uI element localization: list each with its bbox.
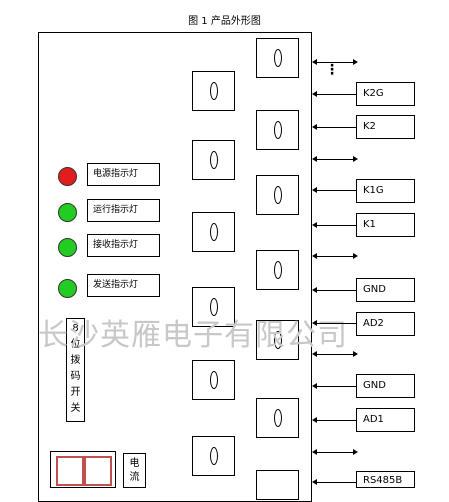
terminal-ad2: AD2 (356, 312, 415, 336)
slot-right-7 (256, 470, 299, 500)
slot-oval (209, 151, 218, 169)
terminal-gnd-1: GND (356, 278, 415, 302)
arrow-left-icon (312, 383, 317, 389)
slot-oval (273, 261, 282, 279)
slot-right-2 (256, 110, 299, 150)
arrow-right-icon (353, 156, 358, 162)
led-label-power: 电源指示灯 (87, 163, 160, 186)
run-led-icon (58, 203, 77, 222)
arrow-right-icon (353, 449, 358, 455)
dip-char: 8 (72, 323, 79, 334)
wire (315, 482, 356, 483)
slot-oval (209, 223, 218, 241)
slot-right-5 (256, 320, 299, 360)
current-label: 电 流 (123, 453, 146, 488)
wire (315, 225, 356, 226)
arrow-left-icon (312, 253, 317, 259)
slot-left-4 (192, 287, 235, 327)
dip-char: 关 (70, 403, 81, 414)
slot-left-6 (192, 436, 235, 476)
slot-left-3 (192, 212, 235, 252)
wire (315, 190, 356, 191)
slot-oval (273, 409, 282, 427)
slot-left-1 (192, 71, 235, 111)
slot-oval (273, 49, 282, 67)
slot-oval (273, 331, 282, 349)
terminal-gnd-2: GND (356, 374, 415, 398)
terminal-k1g: K1G (356, 179, 415, 203)
watermark: 长沙英雁电子有限公司 (38, 318, 348, 353)
arrow-left-icon (312, 351, 317, 357)
slot-right-3 (256, 175, 299, 215)
slot-right-6 (256, 398, 299, 438)
arrow-left-icon (312, 222, 317, 228)
arrow-left-icon (312, 479, 317, 485)
slot-oval (209, 82, 218, 100)
slot-right-1 (256, 38, 299, 78)
arrow-right-icon (353, 59, 358, 65)
arrow-left-icon (312, 287, 317, 293)
figure-title: 图 1 产品外形图 (188, 16, 261, 27)
terminal-k2g: K2G (356, 82, 415, 106)
led-label-receive: 接收指示灯 (87, 234, 160, 257)
arrow-left-icon (312, 91, 317, 97)
dip-char: 拨 (70, 355, 81, 366)
wire (315, 420, 356, 421)
wire (315, 386, 356, 387)
terminal-rs485b: RS485B (356, 471, 415, 488)
arrow-left-icon (312, 124, 317, 130)
arrow-right-icon (353, 351, 358, 357)
receive-led-icon (58, 238, 77, 257)
dip-char: 开 (70, 387, 81, 398)
slot-oval (209, 298, 218, 316)
arrow-left-icon (312, 156, 317, 162)
ellipsis-icon: ⋮ (325, 62, 339, 78)
dip-char: 码 (70, 371, 81, 382)
wire (315, 452, 355, 453)
slot-oval (273, 186, 282, 204)
arrow-left-icon (312, 449, 317, 455)
led-label-transmit: 发送指示灯 (87, 274, 160, 297)
slot-oval (209, 447, 218, 465)
led-label-run: 运行指示灯 (87, 199, 160, 222)
wire (315, 354, 355, 355)
slot-right-4 (256, 250, 299, 290)
wire (315, 290, 356, 291)
arrow-left-icon (312, 417, 317, 423)
current-char: 电 (129, 458, 140, 469)
power-led-icon (58, 167, 77, 186)
terminal-ad1: AD1 (356, 408, 415, 432)
slot-oval (273, 121, 282, 139)
transmit-led-icon (58, 279, 77, 298)
arrow-left-icon (312, 320, 317, 326)
current-char: 流 (129, 472, 140, 483)
arrow-right-icon (353, 253, 358, 259)
slot-left-2 (192, 140, 235, 180)
dip-switch: 8 位 拨 码 开 关 (66, 318, 85, 422)
slot-oval (209, 371, 218, 389)
wire (315, 62, 355, 63)
terminal-k1: K1 (356, 213, 415, 237)
arrow-left-icon (312, 59, 317, 65)
wire (315, 323, 356, 324)
segment-digit-2 (84, 456, 112, 486)
dip-char: 位 (70, 339, 81, 350)
wire (315, 256, 355, 257)
wire (315, 159, 355, 160)
arrow-left-icon (312, 187, 317, 193)
segment-digit-1 (56, 456, 84, 486)
wire (315, 94, 356, 95)
wire (315, 127, 356, 128)
slot-left-5 (192, 360, 235, 400)
terminal-k2: K2 (356, 115, 415, 139)
